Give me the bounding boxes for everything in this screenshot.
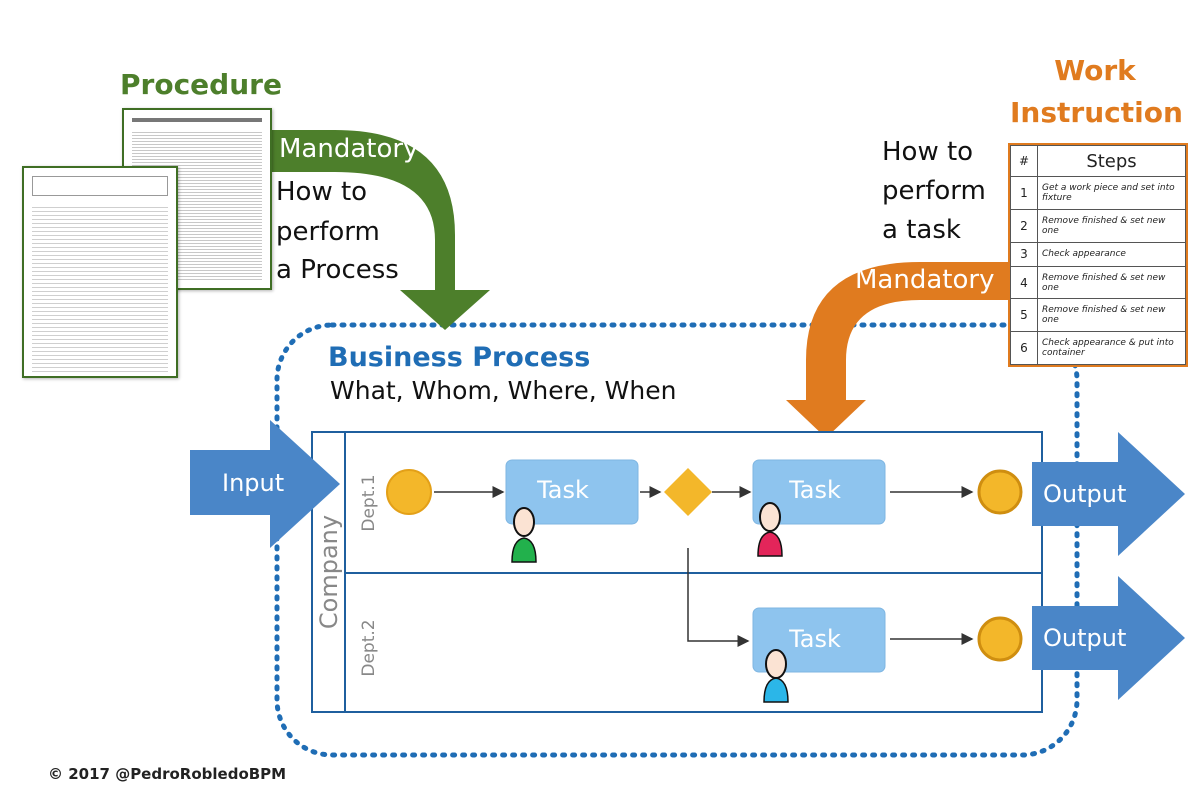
performer-cyan-icon — [763, 649, 789, 703]
gateway — [664, 468, 712, 516]
input-label: Input — [222, 469, 284, 497]
procedure-mandatory-arrow — [265, 130, 490, 330]
table-row: 1 Get a work piece and set into fixture — [1010, 176, 1186, 210]
task-3-label: Task — [788, 625, 841, 653]
work-instruction-mandatory-arrow — [786, 262, 1008, 438]
step-text: Check appearance — [1037, 241, 1186, 267]
end-event-1 — [977, 469, 1023, 515]
start-event — [386, 469, 432, 515]
output-arrow-1 — [1032, 432, 1185, 556]
task-2-label: Task — [788, 476, 841, 504]
wi-desc-line-1: How to — [882, 137, 973, 167]
input-arrow — [190, 420, 340, 548]
step-number: 4 — [1010, 265, 1038, 300]
step-number: 2 — [1010, 208, 1038, 243]
table-row: 5 Remove finished & set new one — [1010, 298, 1186, 333]
work-instruction-title-line-1: Work — [1054, 54, 1136, 87]
output-label-2: Output — [1043, 624, 1126, 652]
business-process-subtitle: What, Whom, Where, When — [330, 376, 676, 405]
procedure-desc-line-1: How to — [276, 177, 367, 207]
step-text: Get a work piece and set into fixture — [1037, 176, 1186, 210]
table-row: 3 Check appearance — [1010, 241, 1186, 267]
task-3 — [752, 607, 886, 673]
step-number: 1 — [1010, 176, 1038, 210]
sequence-flow — [687, 548, 750, 647]
work-instruction-title-line-2: Instruction — [1010, 96, 1183, 129]
procedure-document-front — [22, 166, 178, 378]
procedure-title: Procedure — [120, 68, 282, 101]
task-2 — [752, 459, 886, 525]
steps-header-number: # — [1010, 145, 1038, 177]
business-process-title: Business Process — [328, 342, 590, 373]
lane-label-dept2: Dept.2 — [359, 619, 379, 676]
work-instruction-title: Work Instruction — [1010, 50, 1183, 134]
copyright-text: © 2017 @PedroRobledoBPM — [48, 765, 287, 783]
procedure-desc-line-3: a Process — [276, 255, 399, 285]
step-text: Remove finished & set new one — [1037, 298, 1186, 333]
performer-pink-icon — [757, 502, 783, 557]
pool-label: Company — [315, 515, 343, 629]
table-row: 4 Remove finished & set new one — [1010, 265, 1186, 300]
task-1 — [505, 459, 639, 525]
step-number: 6 — [1010, 331, 1038, 365]
performer-green-icon — [511, 507, 537, 563]
task-1-label: Task — [536, 476, 589, 504]
output-arrow-2 — [1032, 576, 1185, 700]
step-number: 3 — [1010, 241, 1038, 267]
step-text: Remove finished & set new one — [1037, 208, 1186, 243]
procedure-desc-line-2: perform — [276, 217, 380, 247]
steps-header-steps: Steps — [1037, 145, 1186, 177]
work-instruction-steps-table: # Steps 1 Get a work piece and set into … — [1008, 143, 1188, 367]
wi-mandatory-label: Mandatory — [855, 265, 994, 295]
step-number: 5 — [1010, 298, 1038, 333]
wi-desc-line-2: perform — [882, 176, 986, 206]
wi-desc-line-3: a task — [882, 215, 961, 245]
table-row: 6 Check appearance & put into container — [1010, 331, 1186, 365]
step-text: Remove finished & set new one — [1037, 265, 1186, 300]
table-row: 2 Remove finished & set new one — [1010, 208, 1186, 243]
end-event-2 — [977, 616, 1023, 662]
lane-label-dept1: Dept.1 — [359, 474, 379, 531]
output-label-1: Output — [1043, 480, 1126, 508]
step-text: Check appearance & put into container — [1037, 331, 1186, 365]
procedure-mandatory-label: Mandatory — [279, 134, 418, 164]
